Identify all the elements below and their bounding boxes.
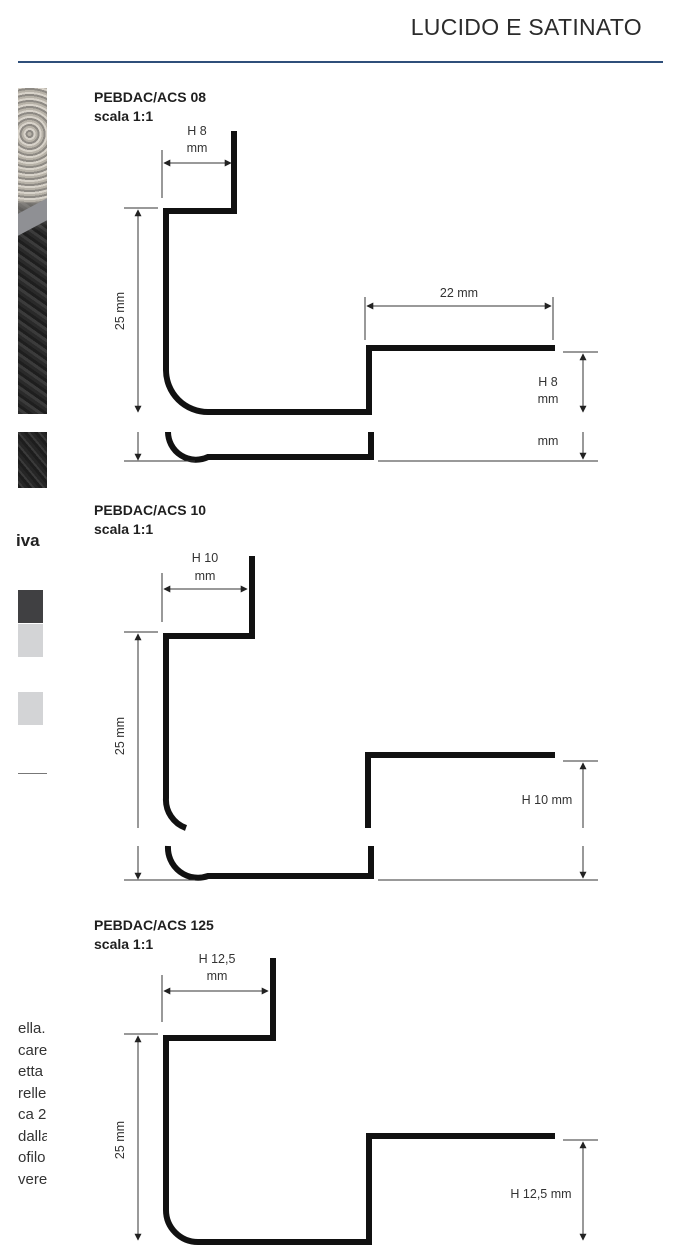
product-photo-fragment-lower	[18, 432, 47, 488]
page-title: LUCIDO E SATINATO	[410, 14, 642, 40]
cropped-paragraph-fragment: ella. care etta relle ca 2 dalla ofilo v…	[18, 1018, 47, 1190]
paragraph-line: ella.	[18, 1020, 46, 1037]
profile-shape-continuation	[165, 431, 374, 463]
profile-label-08: PEBDAC/ACS 08 scala 1:1	[94, 88, 206, 126]
profile-code: PEBDAC/ACS 125	[94, 917, 214, 933]
dim-label: mm	[195, 569, 216, 583]
paragraph-line: dalla	[18, 1127, 47, 1145]
stone-texture	[18, 88, 47, 203]
profile-code: PEBDAC/ACS 08	[94, 89, 207, 105]
profile-shape	[163, 958, 555, 1245]
paragraph-line: vere	[18, 1170, 47, 1188]
dim-label: mm	[538, 392, 559, 406]
dim-label: mm	[538, 434, 559, 448]
color-swatch-light	[18, 624, 43, 657]
product-photo-fragment	[18, 88, 47, 414]
paragraph-line: care	[18, 1041, 47, 1059]
profile-drawing-125: H 12,5 mm 25 mm H 12,5 mm	[113, 952, 598, 1245]
color-swatch-light-2	[18, 692, 43, 725]
cropped-heading-fragment: iva	[16, 531, 40, 550]
profile-scale: scala 1:1	[94, 936, 154, 952]
profile-shape	[163, 131, 555, 415]
dim-label: 25 mm	[113, 292, 127, 330]
profile-label-125: PEBDAC/ACS 125 scala 1:1	[94, 916, 214, 954]
header-divider	[18, 61, 663, 63]
dim-label: H 8	[187, 124, 207, 138]
profile-drawing-10: H 10 mm 25 mm H 10 mm	[113, 551, 598, 881]
dim-label: H 8	[538, 375, 558, 389]
fragment-divider	[18, 773, 47, 774]
dim-label: H 10 mm	[522, 793, 573, 807]
color-swatch-dark	[18, 590, 43, 623]
dim-label: H 12,5	[199, 952, 236, 966]
dim-label: mm	[207, 969, 228, 983]
dim-label: H 10	[192, 551, 218, 565]
paragraph-line: etta	[18, 1063, 44, 1080]
paragraph-line: ofilo	[18, 1149, 46, 1166]
dim-label: 25 mm	[113, 1121, 127, 1159]
profile-code: PEBDAC/ACS 10	[94, 502, 207, 518]
profile-label-10: PEBDAC/ACS 10 scala 1:1	[94, 501, 206, 539]
profile-shape-continuation	[164, 845, 374, 881]
profile-drawing-08: H 8 mm 25 mm 22 mm H 8 mm mm	[113, 124, 598, 463]
profile-scale: scala 1:1	[94, 521, 154, 537]
dim-label: H 12,5 mm	[510, 1187, 571, 1201]
profile-shape	[162, 556, 255, 831]
paragraph-line: ca 2	[18, 1106, 47, 1123]
profile-shape-step	[365, 752, 555, 828]
profile-scale: scala 1:1	[94, 108, 154, 124]
dim-label: 22 mm	[440, 286, 478, 300]
dim-label: 25 mm	[113, 717, 127, 755]
paragraph-line: relle	[18, 1084, 47, 1102]
dim-label: mm	[187, 141, 208, 155]
